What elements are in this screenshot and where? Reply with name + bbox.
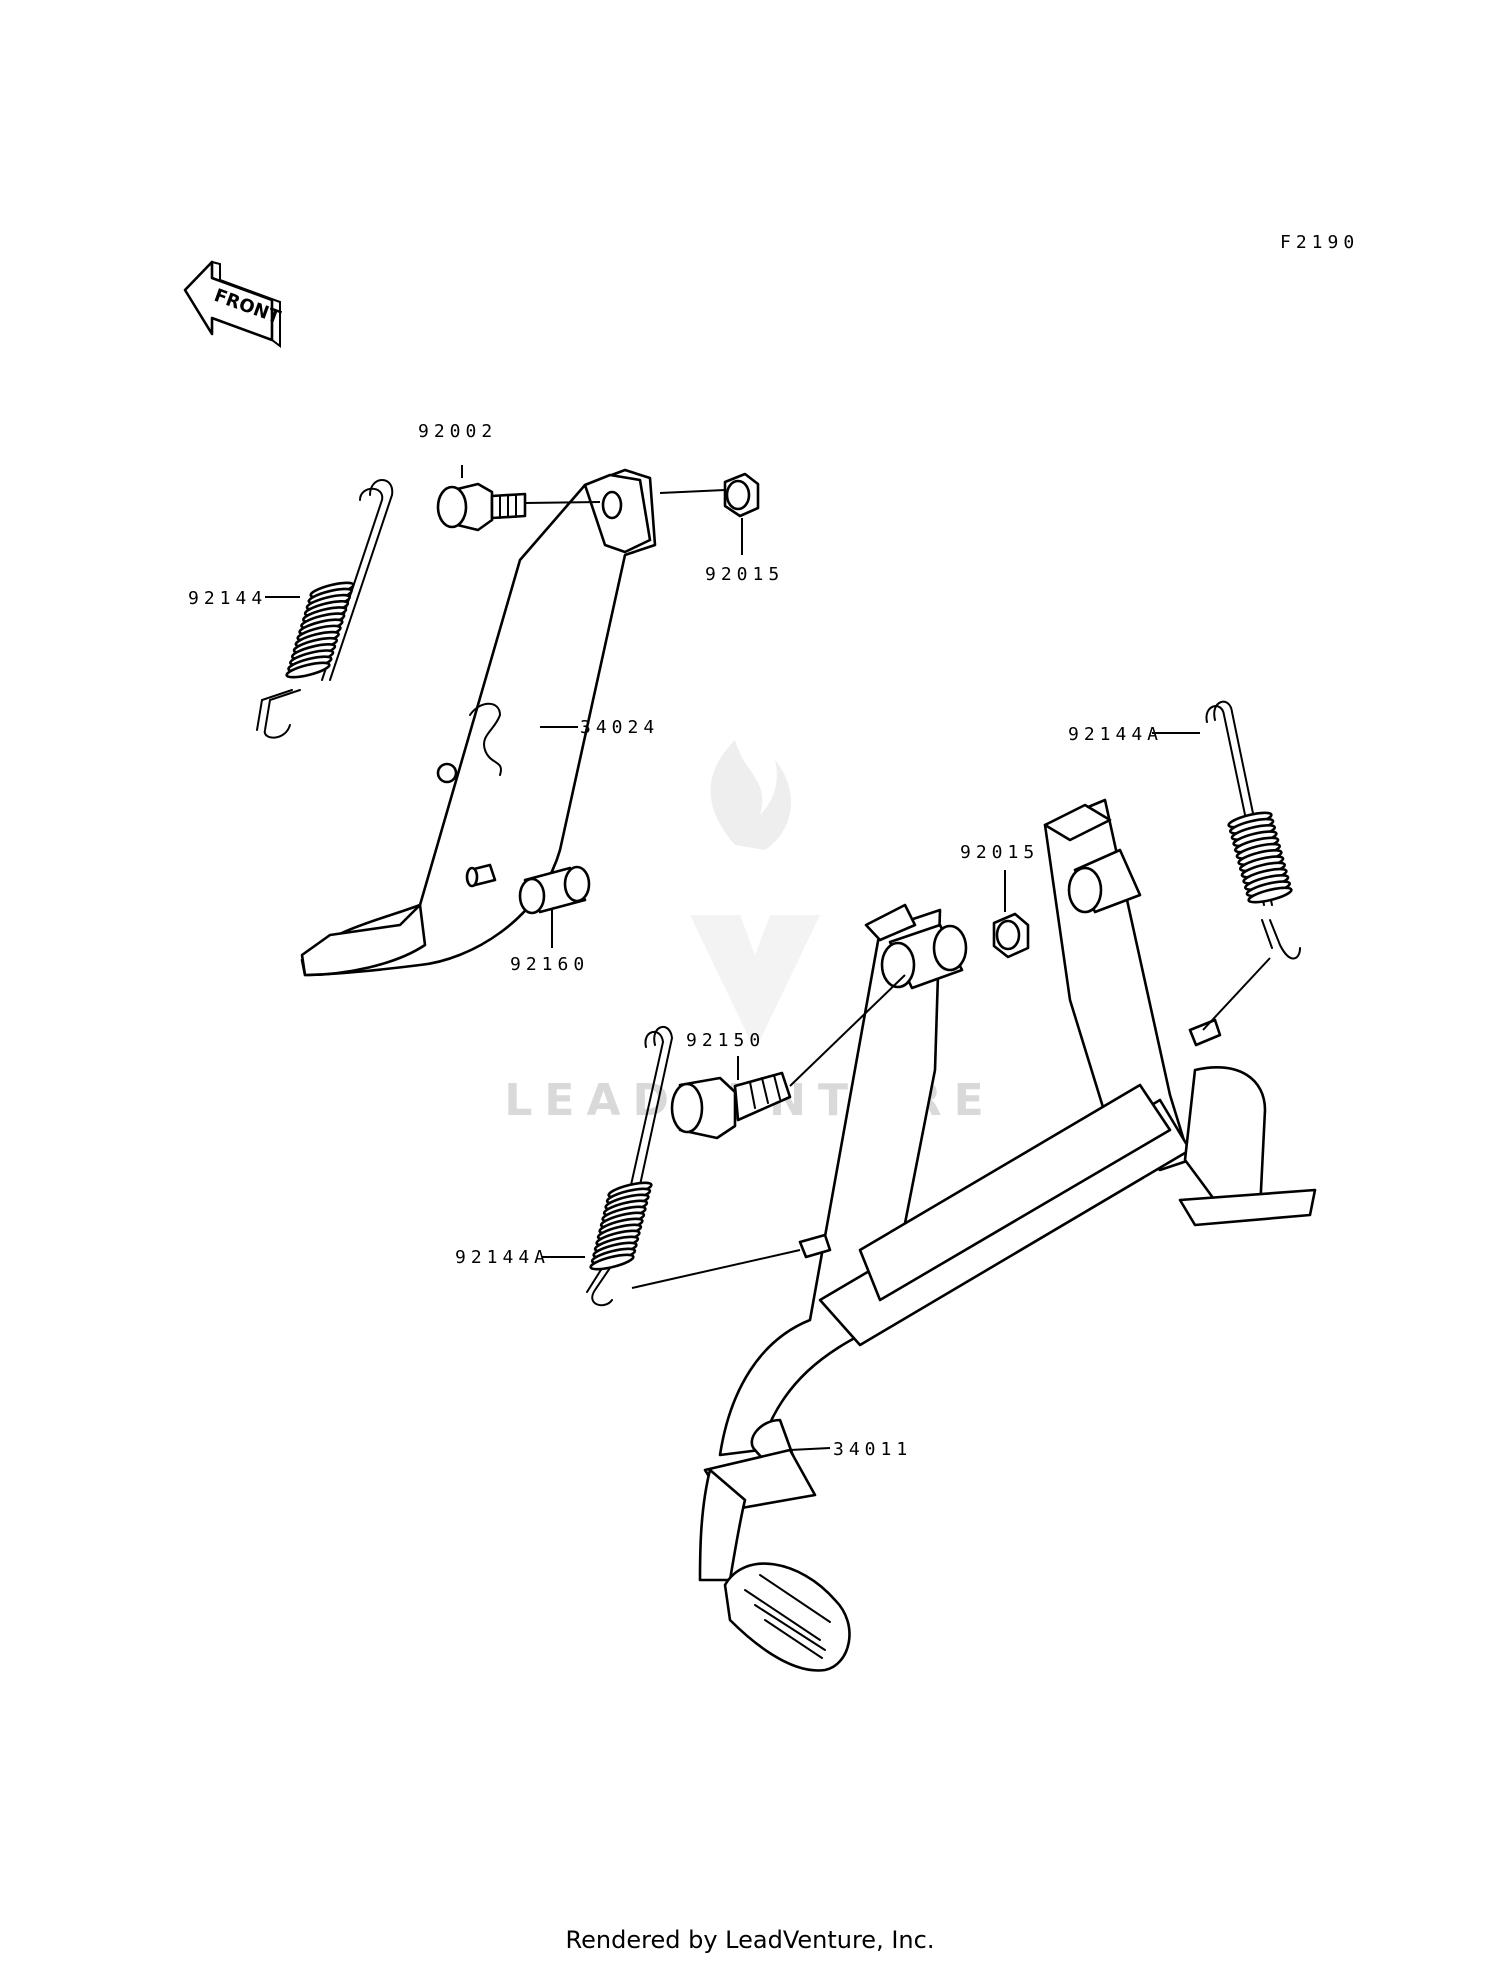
callout-92150: 92150 (686, 1030, 765, 1051)
watermark-logo (690, 740, 820, 1040)
leader-lines (265, 465, 1271, 1451)
callout-92144A-right: 92144A (1068, 724, 1163, 745)
center-stand-34011 (698, 798, 1317, 1672)
callout-34011: 34011 (833, 1439, 912, 1460)
footer-credit: Rendered by LeadVenture, Inc. (566, 1926, 935, 1954)
figure-code: F2190 (1280, 232, 1359, 253)
callout-92002: 92002 (418, 421, 497, 442)
spring-coil-turn (285, 661, 331, 679)
spring-coil-turn (1247, 886, 1293, 904)
spring-92144A-right (1205, 700, 1301, 960)
callout-92015-top: 92015 (705, 564, 784, 585)
bolt-92150 (670, 1071, 792, 1140)
collar-92160 (518, 865, 591, 915)
front-arrow-icon: FRONT (183, 260, 284, 348)
callout-92160: 92160 (510, 954, 589, 975)
callout-34024: 34024 (580, 717, 659, 738)
spring-92144 (256, 479, 394, 739)
callout-92144A-left: 92144A (455, 1247, 550, 1268)
spring-92144A-left (586, 1026, 674, 1307)
callout-92144: 92144 (188, 588, 267, 609)
bolt-92002 (436, 482, 527, 532)
spring-coil-turn (589, 1253, 635, 1271)
callout-92015-mid: 92015 (960, 842, 1039, 863)
nut-92015-mid (992, 912, 1030, 959)
nut-92015-top (723, 472, 760, 518)
